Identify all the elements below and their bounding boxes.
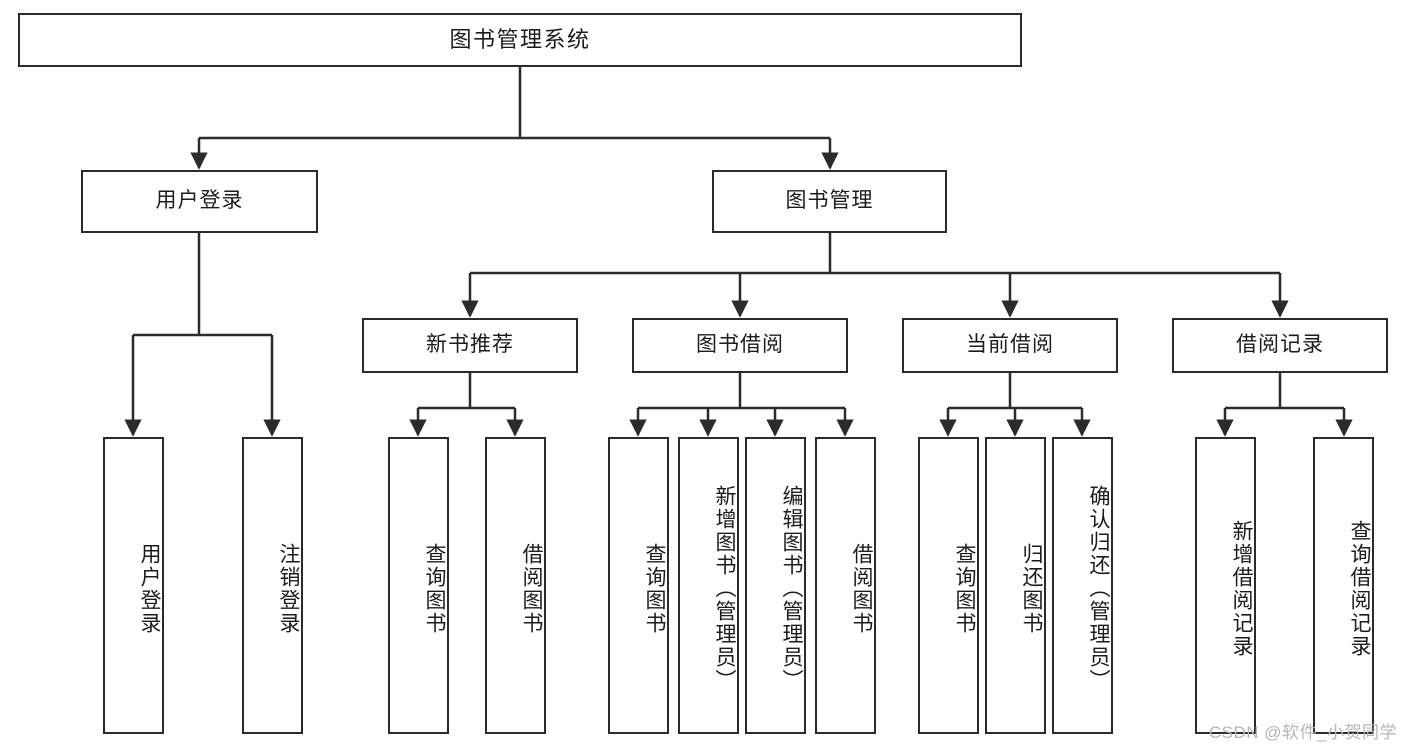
node-leaf-add-record[interactable]: 新增借阅记录 <box>1195 437 1256 734</box>
node-label: 用户登录 <box>155 189 244 213</box>
node-label: 查询借阅记录 <box>1348 519 1371 658</box>
node-leaf-confirm-return[interactable]: 确认归还（管理员） <box>1052 437 1113 734</box>
node-leaf-borrow-book-1[interactable]: 借阅图书 <box>485 437 546 734</box>
node-leaf-return-book[interactable]: 归还图书 <box>985 437 1046 734</box>
node-leaf-query-record[interactable]: 查询借阅记录 <box>1313 437 1374 734</box>
node-new-book-recommend[interactable]: 新书推荐 <box>362 318 578 373</box>
node-label: 新增图书（管理员） <box>713 485 736 692</box>
node-borrow-record[interactable]: 借阅记录 <box>1172 318 1388 373</box>
node-label: 注销登录 <box>277 542 300 635</box>
node-label: 图书借阅 <box>696 333 784 357</box>
node-leaf-logout-login[interactable]: 注销登录 <box>242 437 303 734</box>
node-label: 图书管理系统 <box>449 26 591 52</box>
node-label: 查询图书 <box>423 542 446 635</box>
node-label: 归还图书 <box>1020 542 1043 635</box>
node-user-login[interactable]: 用户登录 <box>81 170 318 233</box>
node-label: 借阅记录 <box>1236 333 1324 357</box>
node-book-manage[interactable]: 图书管理 <box>712 170 947 233</box>
node-leaf-edit-book[interactable]: 编辑图书（管理员） <box>745 437 806 734</box>
node-label: 当前借阅 <box>966 333 1054 357</box>
node-label: 确认归还（管理员） <box>1087 485 1110 692</box>
node-leaf-add-book[interactable]: 新增图书（管理员） <box>678 437 739 734</box>
node-leaf-user-login[interactable]: 用户登录 <box>103 437 164 734</box>
node-label: 查询图书 <box>643 542 666 635</box>
node-label: 新书推荐 <box>426 333 514 357</box>
node-leaf-query-book-3[interactable]: 查询图书 <box>918 437 979 734</box>
node-label: 新增借阅记录 <box>1230 519 1253 658</box>
node-label: 用户登录 <box>138 542 161 635</box>
node-label: 查询图书 <box>953 542 976 635</box>
node-leaf-query-book-1[interactable]: 查询图书 <box>388 437 449 734</box>
watermark-label: CSDN @软件_小贺同学 <box>1208 723 1397 742</box>
node-label: 编辑图书（管理员） <box>780 485 803 692</box>
node-label: 借阅图书 <box>850 542 873 635</box>
node-leaf-query-book-2[interactable]: 查询图书 <box>608 437 669 734</box>
node-root-system[interactable]: 图书管理系统 <box>18 13 1022 67</box>
node-leaf-borrow-book-2[interactable]: 借阅图书 <box>815 437 876 734</box>
node-current-borrow[interactable]: 当前借阅 <box>902 318 1118 373</box>
node-label: 图书管理 <box>785 189 874 213</box>
node-book-borrow[interactable]: 图书借阅 <box>632 318 848 373</box>
node-label: 借阅图书 <box>520 542 543 635</box>
